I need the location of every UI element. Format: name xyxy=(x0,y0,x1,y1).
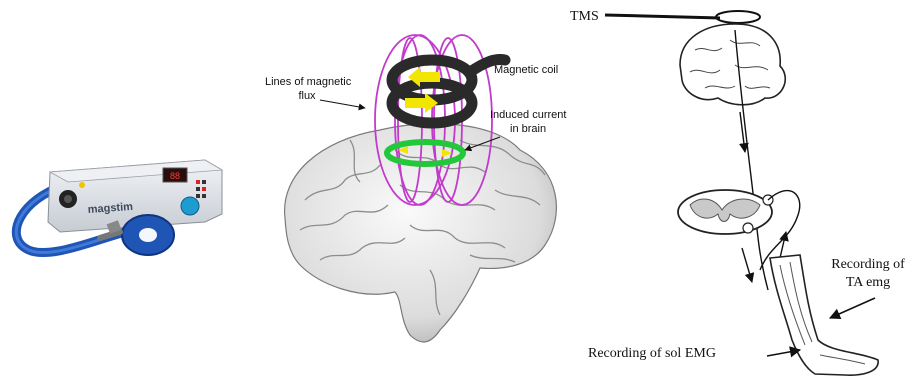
tms-coil-loop xyxy=(716,11,760,23)
arrow-flux xyxy=(320,100,365,108)
spinal-cord-section xyxy=(678,190,773,234)
label-current-line2: in brain xyxy=(510,123,546,135)
magnetic-coil xyxy=(392,60,505,124)
device-knob-right xyxy=(181,197,199,215)
label-coil: Magnetic coil xyxy=(494,64,558,76)
pathway-brain xyxy=(680,24,785,105)
label-flux-line2: flux xyxy=(298,90,316,102)
tms-coil-handle xyxy=(605,15,720,18)
arrow-ta-recording xyxy=(830,298,875,318)
label-current-line1: Induced current xyxy=(490,109,566,121)
arrow-sol-recording xyxy=(767,350,800,356)
device-display-readout: 88 xyxy=(170,171,180,181)
corticospinal-pathway-diagram: TMS xyxy=(570,9,905,375)
brain-coil-diagram: Lines of magnetic flux Magnetic coil Ind… xyxy=(265,35,566,342)
label-flux-line1: Lines of magnetic xyxy=(265,76,352,88)
label-tms: TMS xyxy=(570,9,599,24)
device-indicator-light xyxy=(79,182,85,188)
label-ta-line2: TA emg xyxy=(846,275,890,290)
leg-illustration xyxy=(770,255,878,375)
arrow-descending-2 xyxy=(742,248,752,282)
label-sol-recording: Recording of sol EMG xyxy=(588,346,716,361)
arrow-ascending xyxy=(780,232,786,258)
tms-device-photo: 88 magstim xyxy=(16,160,222,255)
label-ta-line1: Recording of xyxy=(831,257,905,272)
